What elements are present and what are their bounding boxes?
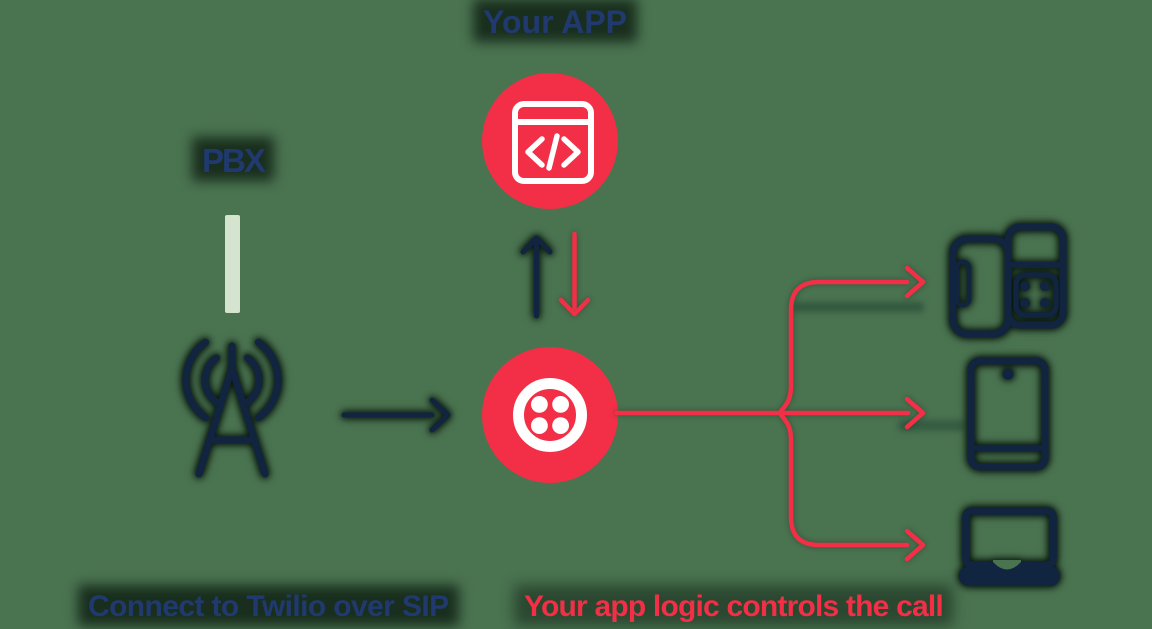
pbx-label-halo bbox=[192, 137, 274, 181]
your-app-label-halo bbox=[473, 0, 638, 42]
app-logic-caption: Your app logic controls the call bbox=[514, 585, 953, 626]
ghost-streak-top bbox=[793, 302, 924, 312]
code-window-icon bbox=[512, 101, 594, 184]
connect-sip-caption-halo bbox=[78, 585, 459, 626]
pbx-label-text: PBX bbox=[202, 142, 266, 179]
radio-tower-icon bbox=[182, 338, 282, 478]
your-app-circle bbox=[482, 73, 618, 209]
laptop-icon bbox=[959, 507, 1060, 586]
your-app-node bbox=[482, 73, 618, 209]
arrow-twilio-to-laptop bbox=[778, 412, 910, 548]
desk-phone-icon bbox=[949, 223, 1067, 338]
pbx-label: PBX bbox=[192, 137, 274, 181]
arrow-app-to-twilio-down bbox=[558, 231, 591, 317]
connect-sip-caption: Connect to Twilio over SIP bbox=[78, 585, 459, 626]
mobile-phone-icon bbox=[967, 357, 1049, 471]
arrow-twilio-to-app-up bbox=[520, 235, 553, 319]
app-logic-caption-halo bbox=[514, 585, 953, 626]
arrow-twilio-to-desk-phone bbox=[778, 279, 910, 414]
branch-arrows bbox=[614, 265, 926, 562]
arrow-pbx-to-twilio bbox=[341, 397, 451, 433]
app-logic-caption-text: Your app logic controls the call bbox=[524, 590, 944, 623]
twilio-logo-icon bbox=[513, 378, 587, 452]
ghost-streak-middle bbox=[898, 420, 965, 431]
your-app-label-text: Your APP bbox=[483, 4, 628, 40]
twilio-circle bbox=[482, 347, 618, 483]
pbx-dash-bar bbox=[225, 215, 240, 313]
twilio-node bbox=[482, 347, 618, 483]
your-app-label: Your APP bbox=[473, 0, 638, 42]
connect-sip-caption-text: Connect to Twilio over SIP bbox=[88, 590, 449, 623]
